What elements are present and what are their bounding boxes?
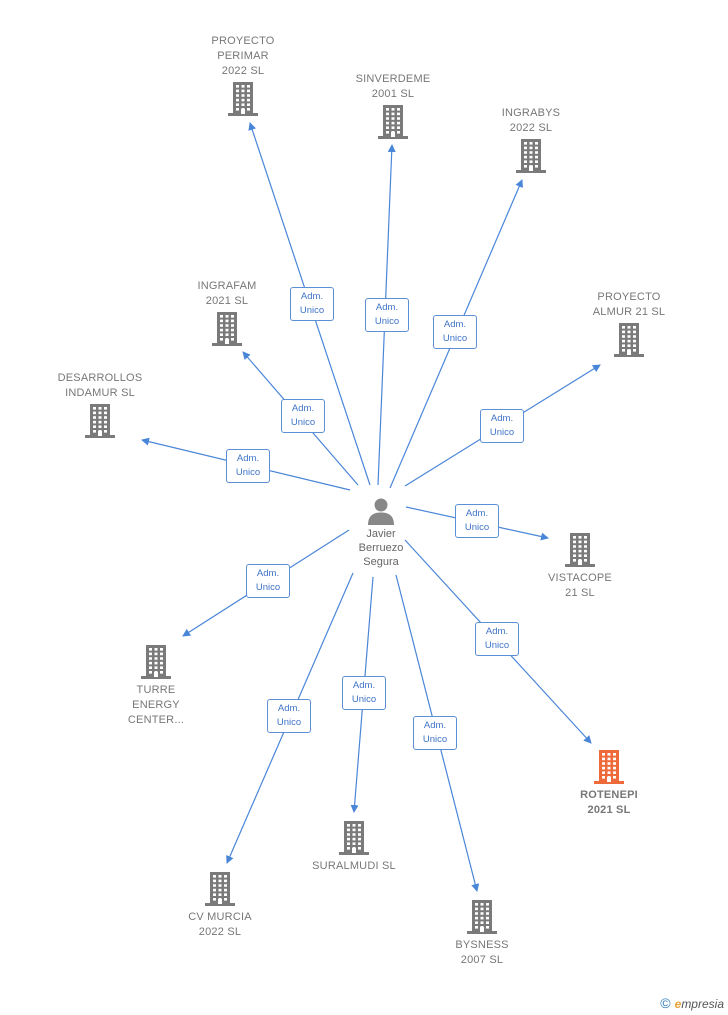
role-label-cv-murcia[interactable]: Adm. Unico (267, 699, 311, 733)
role-label-proyecto-almur[interactable]: Adm. Unico (480, 409, 524, 443)
brand-logo-text: mpresia (681, 997, 724, 1011)
role-label-vistacope[interactable]: Adm. Unico (455, 504, 499, 538)
company-name: PROYECTO ALMUR 21 SL (592, 291, 666, 318)
building-icon (228, 82, 258, 116)
brand-logo-e: e (674, 997, 682, 1011)
company-node-bysness[interactable]: BYSNESS 2007 SL (422, 899, 542, 968)
company-node-proyecto-perimar[interactable]: PROYECTO PERIMAR 2022 SL (183, 34, 303, 117)
company-name: SINVERDEME 2001 SL (355, 73, 431, 100)
building-icon (378, 105, 408, 139)
company-name: DESARROLLOS INDAMUR SL (57, 372, 143, 399)
person-name: Javier Berruezo Segura (358, 528, 404, 568)
company-name: SURALMUDI SL (312, 860, 396, 872)
brand-footer: ©empresia (660, 995, 724, 1011)
company-name: ROTENEPI 2021 SL (580, 789, 638, 816)
building-icon (141, 645, 171, 679)
role-label-proyecto-perimar[interactable]: Adm. Unico (290, 287, 334, 321)
company-node-proyecto-almur[interactable]: PROYECTO ALMUR 21 SL (569, 290, 689, 358)
company-name: PROYECTO PERIMAR 2022 SL (211, 35, 275, 77)
role-label-ingrafam[interactable]: Adm. Unico (281, 399, 325, 433)
building-icon (467, 900, 497, 934)
role-label-turre-energy[interactable]: Adm. Unico (246, 564, 290, 598)
company-name: INGRABYS 2022 SL (501, 107, 561, 134)
company-node-vistacope[interactable]: VISTACOPE 21 SL (520, 532, 640, 601)
role-label-sinverdeme[interactable]: Adm. Unico (365, 298, 409, 332)
building-icon (594, 750, 624, 784)
company-name: TURRE ENERGY CENTER... (127, 684, 185, 726)
role-label-bysness[interactable]: Adm. Unico (413, 716, 457, 750)
role-label-ingrabys[interactable]: Adm. Unico (433, 315, 477, 349)
role-label-rotenepi[interactable]: Adm. Unico (475, 622, 519, 656)
company-node-rotenepi[interactable]: ROTENEPI 2021 SL (549, 749, 669, 818)
company-name: VISTACOPE 21 SL (548, 572, 612, 599)
copyright-icon: © (660, 995, 671, 1011)
company-name: BYSNESS 2007 SL (455, 939, 509, 966)
role-label-suralmudi[interactable]: Adm. Unico (342, 676, 386, 710)
company-node-desarrollos-indamur[interactable]: DESARROLLOS INDAMUR SL (40, 371, 160, 439)
company-node-suralmudi[interactable]: SURALMUDI SL (294, 820, 414, 874)
role-label-desarrollos-indamur[interactable]: Adm. Unico (226, 449, 270, 483)
building-icon (85, 404, 115, 438)
company-node-turre-energy[interactable]: TURRE ENERGY CENTER... (96, 644, 216, 728)
company-node-cv-murcia[interactable]: CV MURCIA 2022 SL (160, 871, 280, 940)
company-node-ingrabys[interactable]: INGRABYS 2022 SL (471, 106, 591, 174)
person-icon (368, 498, 394, 525)
company-name: CV MURCIA 2022 SL (188, 911, 252, 938)
building-icon (205, 872, 235, 906)
building-icon (565, 533, 595, 567)
company-name: INGRAFAM 2021 SL (197, 280, 257, 307)
building-icon (516, 139, 546, 173)
company-node-ingrafam[interactable]: INGRAFAM 2021 SL (167, 279, 287, 347)
company-node-sinverdeme[interactable]: SINVERDEME 2001 SL (333, 72, 453, 140)
building-icon (614, 323, 644, 357)
center-person[interactable]: Javier Berruezo Segura (336, 495, 426, 569)
building-icon (212, 312, 242, 346)
building-icon (339, 821, 369, 855)
